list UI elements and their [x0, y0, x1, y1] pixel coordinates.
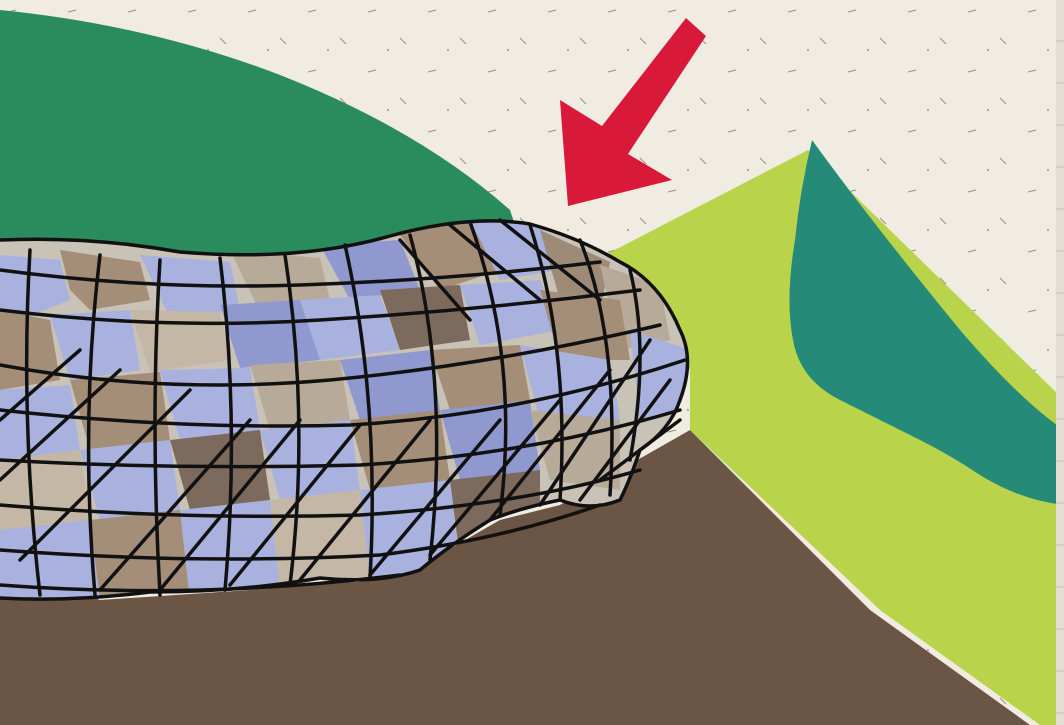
- right-edge-strip: [1056, 0, 1064, 725]
